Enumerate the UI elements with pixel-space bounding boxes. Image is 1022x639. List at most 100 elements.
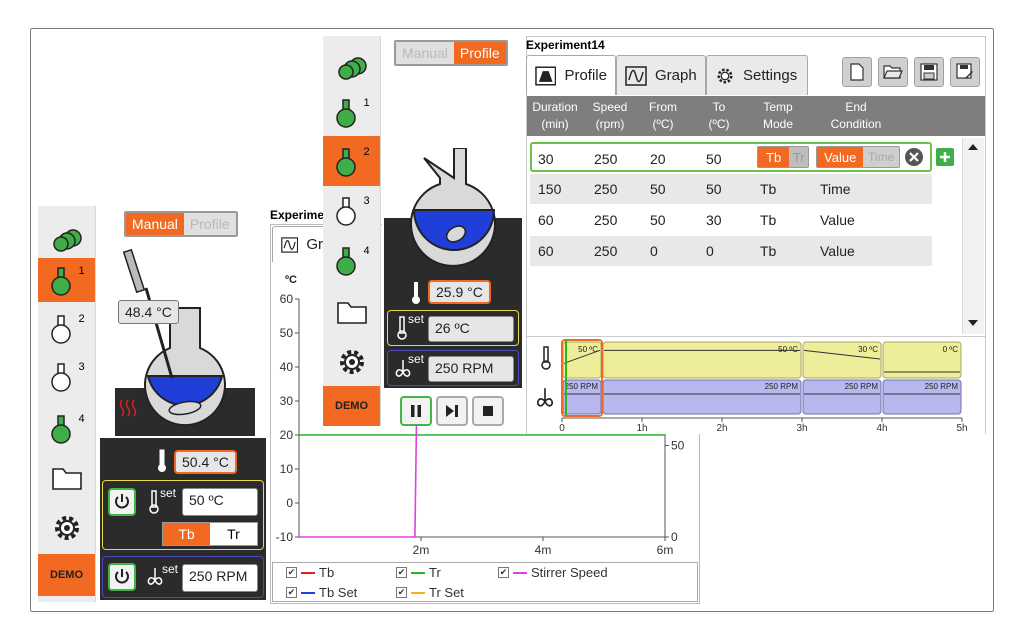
add-step-button[interactable] [936, 148, 954, 166]
mode-manual[interactable]: Manual [396, 42, 454, 64]
checkbox[interactable]: ✔ [498, 567, 509, 578]
table-row[interactable]: 60 250 0 0 Tb Value [530, 236, 932, 266]
scroll-down-arrow-icon[interactable] [968, 320, 978, 326]
cell-duration[interactable]: 60 [538, 212, 554, 228]
rpm-setpoint-display: 250 RPM [428, 356, 514, 382]
skip-step-button[interactable] [436, 396, 468, 426]
mode-toggle[interactable]: Manual Profile [124, 211, 238, 237]
mode-manual[interactable]: Manual [126, 213, 184, 235]
timeline-speed-block[interactable] [802, 379, 882, 415]
checkbox[interactable]: ✔ [286, 587, 297, 598]
cell-to[interactable]: 50 [706, 181, 722, 197]
timeline-temp-block[interactable] [882, 341, 962, 379]
flask-empty-icon [51, 363, 72, 392]
save-button[interactable] [914, 57, 944, 87]
cell-to[interactable]: 50 [706, 151, 722, 167]
toggle-tr[interactable]: Tr [789, 147, 808, 167]
cell-duration[interactable]: 60 [538, 243, 554, 259]
sidebar-item-files[interactable] [323, 290, 380, 334]
end-condition-toggle[interactable]: Value Time [816, 146, 900, 168]
cell-to[interactable]: 30 [706, 212, 722, 228]
cell-speed[interactable]: 250 [594, 151, 618, 167]
timeline-tick-label: 3h [796, 423, 807, 432]
legend-tb[interactable]: ✔Tb [286, 565, 334, 580]
save-as-button[interactable] [950, 57, 980, 87]
cell-duration[interactable]: 150 [538, 181, 562, 197]
toggle-value[interactable]: Value [817, 147, 864, 167]
cell-mode[interactable]: Tb [760, 181, 777, 197]
table-row[interactable]: 150 250 50 50 Tb Time [530, 174, 932, 204]
sidebar-item-1[interactable]: 1 [323, 90, 380, 134]
checkbox[interactable]: ✔ [396, 587, 407, 598]
sidebar-item-3[interactable]: 3 [38, 354, 95, 398]
sidebar-item-all[interactable] [323, 40, 380, 84]
table-scrollbar[interactable] [962, 138, 984, 334]
legend-tr[interactable]: ✔Tr [396, 565, 441, 580]
timeline-temp-block[interactable] [602, 341, 802, 379]
legend-stirrer[interactable]: ✔Stirrer Speed [498, 565, 608, 580]
sidebar-item-4[interactable]: 4 [323, 238, 380, 282]
cell-speed[interactable]: 250 [594, 243, 618, 259]
mode-profile[interactable]: Profile [183, 213, 236, 235]
tab-label: Settings [743, 67, 798, 84]
timeline-temp-block[interactable] [802, 341, 882, 379]
sidebar-item-4[interactable]: 4 [38, 406, 95, 450]
cell-from[interactable]: 20 [650, 151, 666, 167]
folder-icon [51, 468, 82, 490]
toggle-tb[interactable]: Tb [758, 147, 790, 167]
sidebar-item-2[interactable]: 2 [323, 136, 380, 186]
cell-mode[interactable]: Tb [760, 243, 777, 259]
legend-tr-set[interactable]: ✔Tr Set [396, 585, 464, 600]
mode-toggle[interactable]: Manual Profile [394, 40, 508, 66]
sidebar-item-settings[interactable] [323, 340, 380, 384]
sidebar-item-1[interactable]: 1 [38, 258, 95, 302]
mode-profile[interactable]: Profile [453, 42, 506, 64]
cell-mode[interactable]: Tb [760, 212, 777, 228]
delete-step-icon[interactable] [904, 147, 924, 167]
sidebar-item-files[interactable] [38, 456, 95, 500]
new-file-button[interactable] [842, 57, 872, 87]
cell-from[interactable]: 50 [650, 212, 666, 228]
pause-button[interactable] [400, 396, 432, 426]
timeline-speed-block[interactable] [882, 379, 962, 415]
cell-speed[interactable]: 250 [594, 212, 618, 228]
tab-profile[interactable]: Profile [526, 55, 616, 95]
cell-from[interactable]: 50 [650, 181, 666, 197]
demo-button[interactable]: DEMO [323, 386, 380, 426]
stop-button[interactable] [472, 396, 504, 426]
temp-power-button[interactable] [108, 488, 136, 516]
cell-end[interactable]: Time [820, 181, 851, 197]
cell-to[interactable]: 0 [706, 243, 714, 259]
rpm-setpoint-input[interactable]: 250 RPM [182, 564, 258, 592]
temp-setpoint-input[interactable]: 50 ºC [182, 488, 258, 516]
scroll-up-arrow-icon[interactable] [968, 144, 978, 150]
legend-swatch [301, 591, 315, 594]
cell-speed[interactable]: 250 [594, 181, 618, 197]
tab-graph[interactable]: Graph [616, 55, 706, 95]
checkbox[interactable]: ✔ [286, 567, 297, 578]
table-row[interactable]: 60 250 50 30 Tb Value [530, 205, 932, 235]
legend-tb-set[interactable]: ✔Tb Set [286, 585, 357, 600]
sidebar-item-all[interactable] [38, 212, 95, 256]
toggle-tb[interactable]: Tb [163, 523, 210, 545]
legend-swatch [513, 571, 527, 574]
mode-toggle-row[interactable]: Tb Tr [757, 146, 809, 168]
cell-end[interactable]: Value [820, 212, 855, 228]
cell-duration[interactable]: 30 [538, 151, 554, 167]
cell-end[interactable]: Value [820, 243, 855, 259]
stirrer-power-button[interactable] [108, 563, 136, 591]
sidebar-item-2[interactable]: 2 [38, 306, 95, 350]
sidebar-item-3[interactable]: 3 [323, 188, 380, 232]
cell-from[interactable]: 0 [650, 243, 658, 259]
demo-button[interactable]: DEMO [38, 554, 95, 596]
checkbox[interactable]: ✔ [396, 567, 407, 578]
x-tick-label: 6m [657, 543, 674, 557]
legend-box [272, 562, 698, 602]
tb-tr-toggle[interactable]: Tb Tr [162, 522, 258, 546]
tab-settings[interactable]: Settings [706, 55, 808, 95]
open-folder-button[interactable] [878, 57, 908, 87]
toggle-time[interactable]: Time [863, 147, 899, 167]
toggle-tr[interactable]: Tr [227, 526, 240, 542]
sidebar-item-settings[interactable] [38, 506, 95, 550]
